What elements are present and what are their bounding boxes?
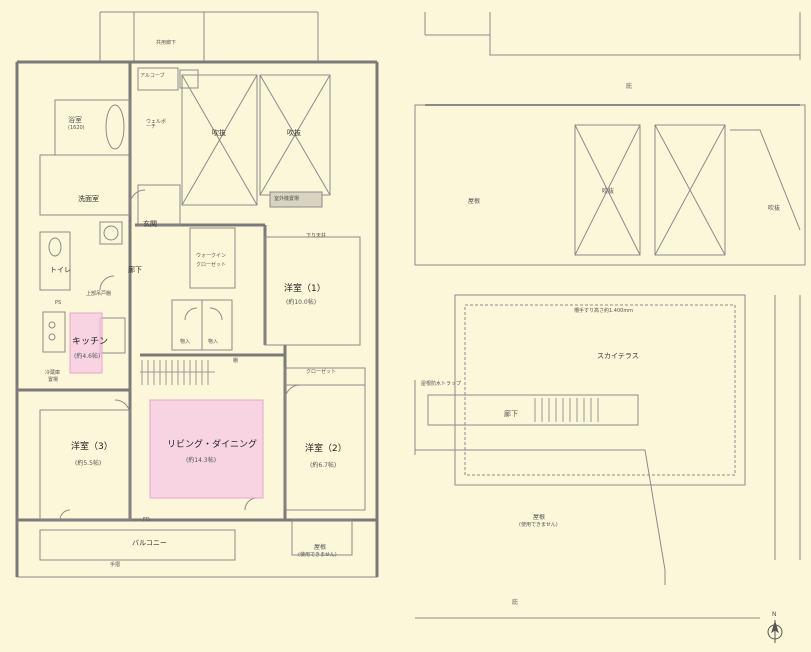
toilet-label: トイレ [50, 266, 71, 274]
upper-roof-label: 屋根 [468, 198, 481, 205]
kitchen-size-label: (約4.6帖) [74, 353, 101, 360]
walk-in-closet-area [189, 227, 236, 289]
fd-label: FD [143, 517, 150, 523]
western-room-3-label: 洋室（3） [71, 442, 113, 452]
alcove-label: アルコーブ [140, 73, 165, 79]
entrance-area [137, 184, 181, 226]
balcony-label: バルコニー [132, 539, 167, 547]
upper-bottom-eaves-label: 庇 [512, 599, 519, 606]
walk-in-closet-label-2: クローゼット [196, 262, 227, 268]
western-room-3-size-label: (約5.5帖) [75, 460, 102, 467]
western-room-2-size-label: (約6.7帖) [310, 462, 337, 469]
lower-roof-note-label: (使用できません) [298, 552, 337, 558]
compass-icon [767, 620, 783, 643]
upper-void-1-area [574, 124, 641, 256]
storage-label-1: 物入 [180, 339, 191, 345]
living-dining-label: リビング・ダイニング [167, 440, 258, 450]
outdoor-unit-label: 室外機置場 [274, 196, 300, 202]
corridor-label: 廊下 [128, 266, 142, 274]
bathtub-icon [105, 104, 125, 150]
downlight-label: 下り天井 [306, 233, 327, 239]
upper-void-1-label: 吹抜 [602, 188, 615, 195]
void-1-area [181, 74, 258, 206]
fence-label: 手摺 [110, 562, 121, 568]
outdoor-unit-area [269, 191, 323, 208]
railing-note-label: 柵手すり高さ約1.400mm [574, 308, 634, 314]
upper-eaves-label: 庇 [626, 83, 633, 90]
storage-label-2: 物入 [208, 339, 219, 345]
void-1-label: 吹抜 [212, 129, 226, 137]
kitchen-label: キッチン [72, 337, 109, 347]
sky-terrace-label: スカイテラス [597, 352, 639, 360]
upper-void-2-area [654, 124, 726, 256]
toilet-area [39, 231, 71, 291]
living-dining-size-label: (約14.3帖) [186, 457, 217, 464]
fridge-label: 冷蔵庫 [45, 370, 61, 376]
alcove-area [137, 67, 179, 91]
western-room-3-area [39, 409, 131, 521]
western-room-2-label: 洋室（2） [305, 444, 347, 454]
lower-roof-label: 屋根 [314, 544, 327, 551]
compass-label: N [772, 611, 777, 618]
western-room-1-area [264, 236, 361, 346]
kitchen-highlight [69, 312, 103, 374]
washroom-label: 洗面室 [78, 195, 99, 203]
closet-label: クローゼット [306, 369, 337, 375]
upper-void-2-label: 吹抜 [768, 205, 781, 212]
entrance-label: 玄関 [143, 220, 157, 228]
balcony-area [39, 529, 236, 561]
toilet-icon [48, 237, 62, 257]
lower-roof-area [291, 519, 353, 556]
kitchen-counter [42, 311, 66, 353]
void-2-label: 吹抜 [287, 129, 301, 137]
walk-in-closet-label: ウォークイン [196, 253, 227, 259]
washroom-area [39, 154, 131, 216]
fridge-label-2: 置場 [48, 377, 59, 383]
western-room-1-label: 洋室（1） [284, 284, 326, 294]
western-room-1-size-label: (約10.0帖) [286, 299, 317, 306]
upper-lower-roof-note-label: (使用できません) [519, 522, 558, 528]
washer-icon [99, 221, 123, 245]
living-dining-highlight [149, 399, 264, 499]
bathroom-label: 浴室 [68, 116, 82, 124]
upper-corridor-label: 廊下 [504, 410, 518, 418]
upper-corridor-area [427, 394, 639, 426]
common-corridor-label: 共用廊下 [156, 40, 177, 46]
shelf-label: 棚 [233, 358, 239, 364]
upper-lower-roof-label: 屋根 [533, 514, 546, 521]
well-porch-label: ウェルポーチ [146, 119, 167, 130]
pipe-space-label: PS [55, 300, 62, 306]
upper-ceiling-label: 上部吊戸棚 [86, 291, 112, 297]
sky-terrace-area [454, 294, 746, 486]
common-corridor-area [133, 11, 205, 63]
trap-label: 屋根防水トラップ [421, 381, 462, 387]
upper-roof-area [414, 104, 806, 266]
bathroom-size-label: (1620) [68, 125, 85, 131]
